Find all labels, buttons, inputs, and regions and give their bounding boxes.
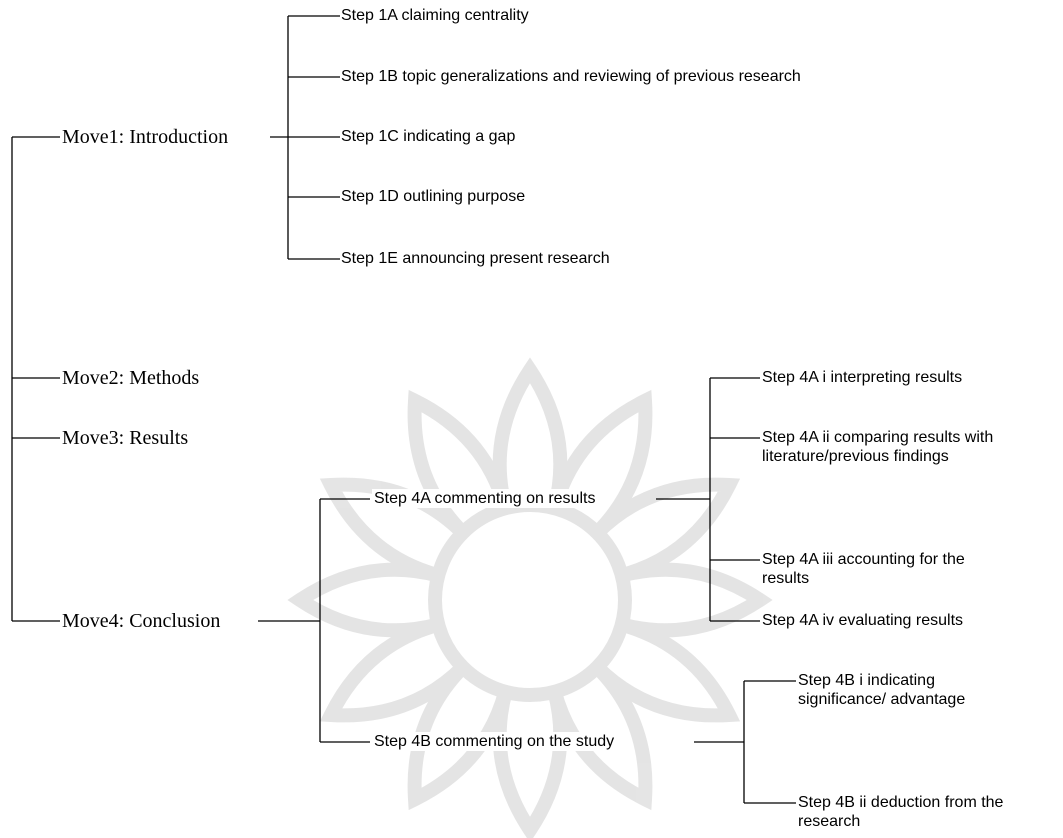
step-4a-iii-label-line2: results [762,570,810,587]
watermark-petal [592,477,741,583]
step-1c-label: Step 1C indicating a gap [341,128,516,145]
watermark-petal [620,562,773,638]
step-1e-label: Step 1E announcing present research [341,250,610,267]
watermark-petal [592,617,741,723]
step-4a-ii-label-line2: literature/previous findings [762,448,949,465]
step-4a-i-label: Step 4A i interpreting results [762,369,963,386]
step-1a-label: Step 1A claiming centrality [341,7,529,24]
step-4b-ii-label-line1: Step 4B ii deduction from the [798,794,1004,811]
step-4b-ii-label-line2: research [798,813,861,830]
step-4a-iv-label: Step 4A iv evaluating results [762,612,964,629]
step-4b-i-label-line2: significance/ advantage [798,691,966,708]
step-4b-i-label-line1: Step 4B i indicating [798,672,935,689]
watermark-petal [319,617,468,723]
move2-label: Move2: Methods [61,367,201,389]
move1-label: Move1: Introduction [61,126,230,148]
step-1d-label: Step 1D outlining purpose [341,188,526,205]
step-4a-ii-label-line1: Step 4A ii comparing results with [762,429,994,446]
step-4a-label: Step 4A commenting on results [372,489,598,508]
step-4a-iii-label-line1: Step 4A iii accounting for the [762,551,965,568]
watermark-petal [547,389,653,538]
move4-label: Move4: Conclusion [61,610,222,632]
watermark-petal [287,562,440,638]
step-1b-label: Step 1B topic generalizations and review… [341,68,801,85]
watermark-petal [492,357,568,510]
move3-label: Move3: Results [61,427,190,449]
step-4b-label: Step 4B commenting on the study [372,732,617,751]
